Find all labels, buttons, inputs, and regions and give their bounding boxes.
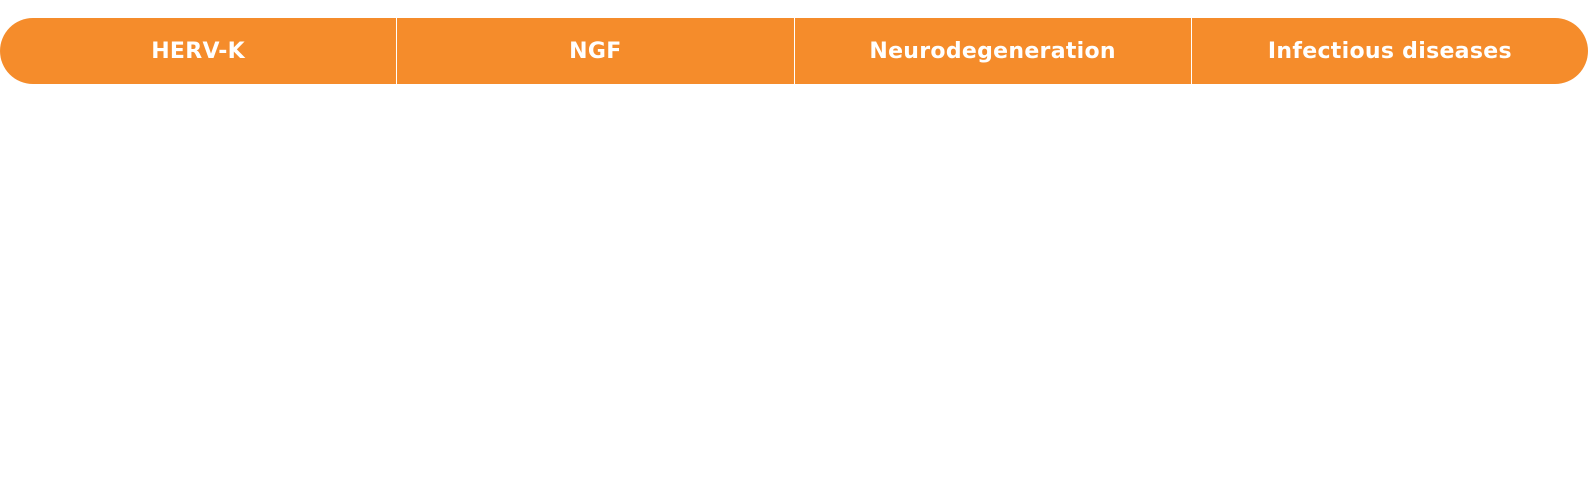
tab-label: NGF <box>569 38 622 64</box>
tab-bar: HERV-K NGF Neurodegeneration Infectious … <box>0 18 1588 84</box>
tab-neurodegeneration[interactable]: Neurodegeneration <box>794 18 1191 84</box>
tab-label: Infectious diseases <box>1267 38 1512 64</box>
tab-herv-k[interactable]: HERV-K <box>0 18 397 84</box>
tab-label: HERV-K <box>151 38 246 64</box>
tab-label: Neurodegeneration <box>869 38 1116 64</box>
tab-infectious-diseases[interactable]: Infectious diseases <box>1191 18 1588 84</box>
tab-ngf[interactable]: NGF <box>397 18 794 84</box>
